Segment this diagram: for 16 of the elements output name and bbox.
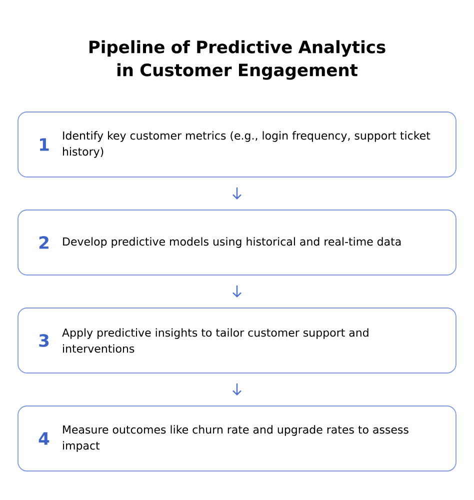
step-box: [18, 210, 456, 276]
step-number: 3: [39, 334, 49, 347]
arrow: [232, 383, 242, 396]
step-text: Identify key customer metrics (e.g., login frequency, support ticket history): [63, 131, 430, 158]
step-text: Measure outcomes like churn rate and upgrade rates to assess impact: [63, 425, 408, 452]
step-number: 2: [39, 236, 48, 249]
title: Pipeline of Predictive Analytics in Customer Engagement: [90, 40, 386, 80]
step-text: Develop predictive models using historical and real-time data: [63, 237, 401, 248]
arrow: [232, 187, 242, 200]
step-box: [18, 308, 456, 374]
step-box: [18, 112, 456, 178]
step-number: 1: [40, 138, 49, 151]
step-text: Apply predictive insights to tailor customer support and interventions: [62, 328, 368, 353]
step-box: [18, 406, 456, 472]
arrow: [232, 285, 242, 298]
step-number: 4: [38, 432, 50, 445]
